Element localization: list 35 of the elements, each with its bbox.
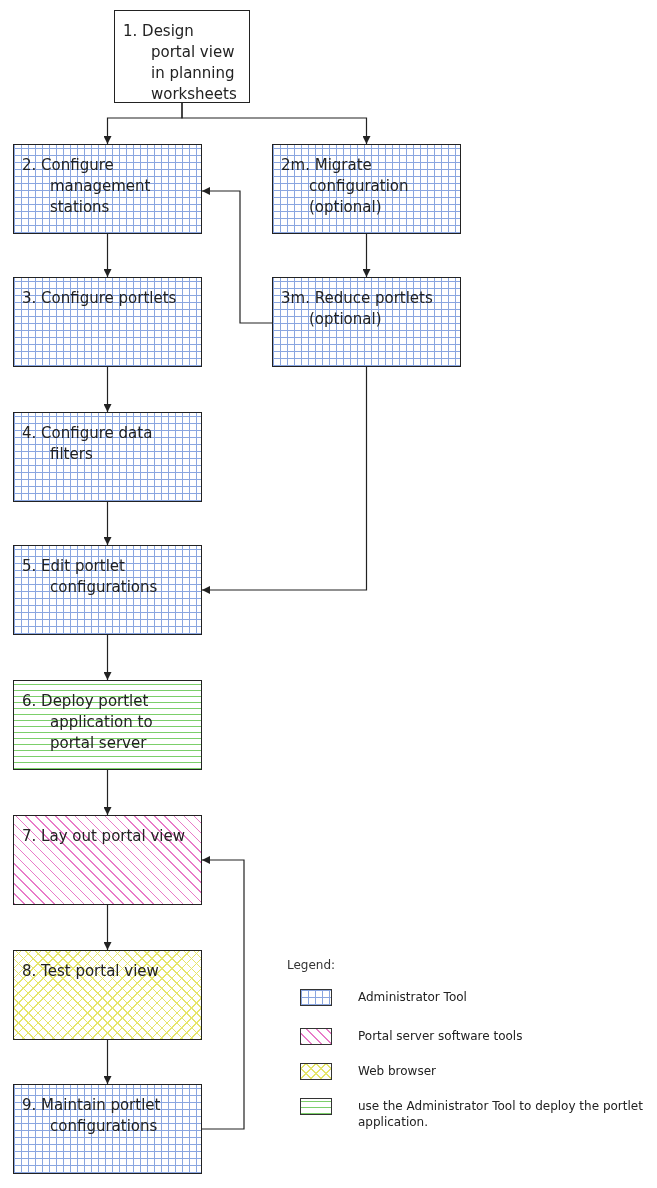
step-text: 2. Configure management stations [22, 155, 152, 218]
step-text: 5. Edit portlet configurations [22, 556, 159, 598]
process-box [114, 10, 250, 103]
process-box [272, 277, 461, 367]
arrow [362, 233, 371, 278]
arrow [103, 904, 112, 951]
arrow [103, 501, 112, 546]
arrow [201, 856, 245, 1130]
legend-text: Web browser [358, 1063, 437, 1080]
step-text: 3. Configure portlets [22, 288, 178, 309]
arrow [201, 366, 368, 594]
legend-text: Administrator Tool [358, 989, 468, 1006]
arrow [103, 233, 112, 278]
step-text: 4. Configure data filters [22, 423, 154, 465]
arrow [103, 366, 112, 413]
process-box [272, 144, 461, 234]
process-box [13, 1084, 202, 1174]
arrow [103, 769, 112, 816]
arrow [201, 187, 273, 324]
step-text: 2m. Migrate configuration (optional) [281, 155, 410, 218]
arrow [103, 634, 112, 681]
legend-text: use the Administrator Tool to deploy the portlet application. [358, 1098, 644, 1131]
legend-title: Legend: [287, 958, 336, 972]
step-text: 9. Maintain portlet configurations [22, 1095, 162, 1137]
legend-text: Portal server software tools [358, 1028, 524, 1045]
process-box [13, 680, 202, 770]
process-box [13, 545, 202, 635]
process-box [13, 412, 202, 502]
process-box [13, 277, 202, 367]
step-text: 3m. Reduce portlets (optional) [281, 288, 434, 330]
arrow [181, 102, 371, 145]
arrow [103, 1039, 112, 1085]
step-text: 1. Design portal view in planning worksheets [123, 21, 238, 105]
process-box [13, 950, 202, 1040]
process-box [13, 144, 202, 234]
